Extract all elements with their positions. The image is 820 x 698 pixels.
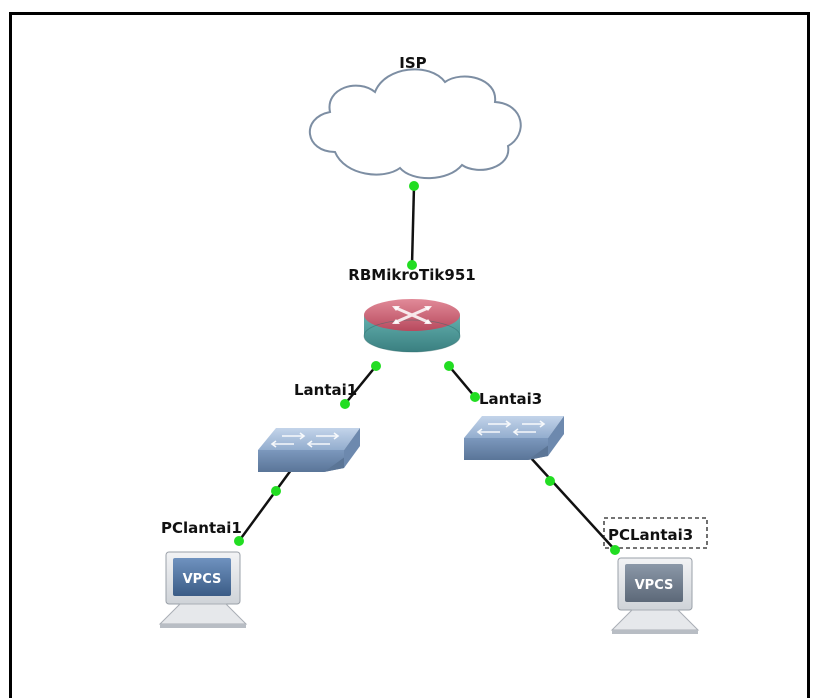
link-router-lantai1[interactable] [344,365,377,405]
port-dot [409,181,419,191]
port-dot [545,476,555,486]
vpcs-badge: VPCS [635,578,674,593]
port-dot [444,361,454,371]
canvas-frame [9,12,810,698]
lantai3-label: Lantai3 [479,390,542,408]
selection-box [603,517,708,549]
vpcs-icon: VPCS [158,551,248,628]
vpcs-icon: VPCS [610,557,700,634]
pclantai1-node[interactable]: VPCS PClantai1 [158,519,248,628]
switch-icon [464,416,564,460]
pclantai3-node[interactable]: VPCS PCLantai3 [603,517,708,634]
port-dot [470,392,480,402]
port-dot [407,260,417,270]
port-indicators [234,181,620,555]
switch-lantai3-node[interactable]: Lantai3 [464,390,564,460]
isp-node[interactable]: ISP [309,54,522,180]
router-icon [363,299,461,353]
port-dot [610,545,620,555]
switch-icon [258,428,360,472]
switch-lantai1-node[interactable]: Lantai1 [258,381,360,472]
pclantai1-label: PClantai1 [161,519,242,537]
links [237,185,616,551]
port-dot [234,536,244,546]
cloud-icon [309,68,522,180]
lantai1-label: Lantai1 [294,381,357,399]
link-router-lantai3[interactable] [448,365,476,398]
port-dot [340,399,350,409]
port-dot [371,361,381,371]
link-isp-router[interactable] [410,185,416,266]
router-label: RBMikroTik951 [348,266,475,284]
vpcs-badge: VPCS [183,572,222,587]
router-node[interactable]: RBMikroTik951 [348,266,476,353]
pclantai3-label: PCLantai3 [608,526,693,544]
link-lantai3-pc3[interactable] [530,457,616,551]
port-dot [271,486,281,496]
link-lantai1-pc1[interactable] [237,465,296,542]
isp-label: ISP [399,54,426,72]
